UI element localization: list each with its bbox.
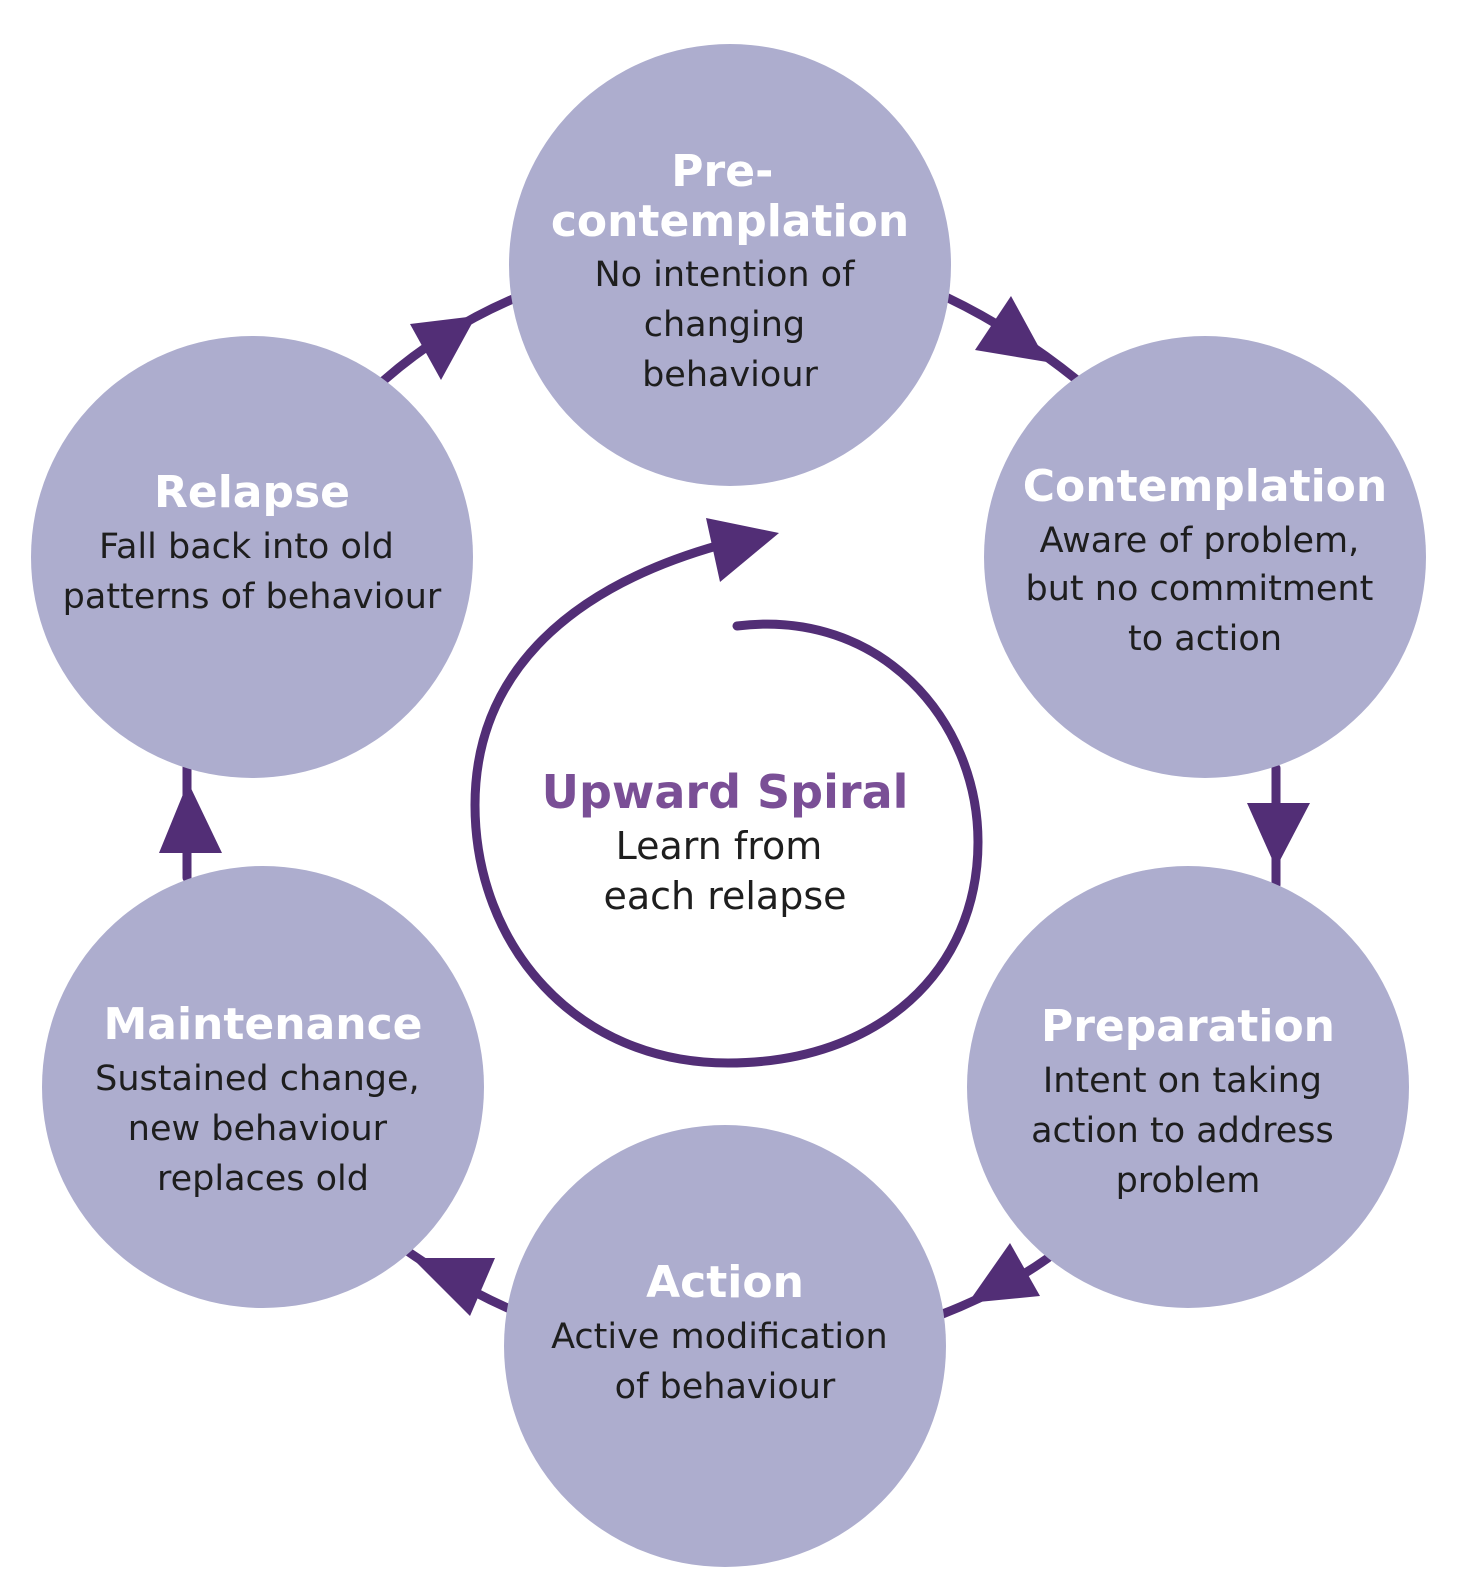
cycle-connectors (159, 291, 1310, 1320)
stage-description: Sustained change, new behaviour replaces… (95, 1059, 431, 1199)
stage-description-line: changing (644, 305, 805, 345)
stage-description-line: No intention of (594, 255, 855, 295)
stage-maintenance: Maintenance Sustained change, new behavi… (42, 866, 484, 1308)
upward-spiral (470, 518, 983, 1068)
stage-description-line: to action (1128, 619, 1282, 659)
stage-description: No intention of changing behaviour (594, 255, 865, 395)
stage-precontemplation: Pre- contemplation No intention of chang… (509, 44, 951, 486)
stage-description-line: action to address (1031, 1111, 1334, 1151)
stage-description: Active modification of behaviour (551, 1317, 899, 1407)
center-description-line: Learn from (616, 824, 823, 868)
stage-title-line: Preparation (1041, 1001, 1335, 1052)
arrow-to-precontemplation-icon (410, 316, 476, 380)
stage-title: Action (646, 1257, 804, 1308)
center-label: Upward Spiral Learn from each relapse (542, 765, 909, 918)
arrow-to-action-icon (968, 1243, 1040, 1303)
stage-description-line: of behaviour (615, 1367, 836, 1407)
center-title: Upward Spiral (542, 765, 909, 819)
stage-circle (31, 336, 473, 778)
stage-title-line: Contemplation (1023, 461, 1388, 512)
stage-description-line: behaviour (642, 355, 818, 395)
arrow-to-maintenance-icon (412, 1258, 495, 1316)
stage-description-line: replaces old (157, 1159, 369, 1199)
stage-description-line: patterns of behaviour (63, 577, 442, 617)
stage-description-line: problem (1116, 1161, 1261, 1201)
stage-circle (42, 866, 484, 1308)
stage-description: Aware of problem, but no commitment to a… (1026, 521, 1385, 659)
stage-circle (509, 44, 951, 486)
arrow-to-preparation-icon (1247, 803, 1310, 868)
stage-circle (967, 866, 1409, 1308)
stage-description-line: Intent on taking (1043, 1061, 1322, 1101)
stage-description: Fall back into old patterns of behaviour (63, 527, 442, 617)
stage-description-line: Fall back into old (99, 527, 394, 567)
stage-relapse: Relapse Fall back into old patterns of b… (31, 336, 473, 778)
arrow-to-contemplation-icon (975, 296, 1047, 362)
stage-circle (984, 336, 1426, 778)
stage-title-line: contemplation (551, 196, 909, 247)
center-description-line: each relapse (603, 874, 846, 918)
stage-title-line: Maintenance (103, 999, 422, 1050)
stage-action: Action Active modification of behaviour (504, 1125, 946, 1567)
stage-title: Contemplation (1023, 461, 1388, 512)
stage-description-line: Aware of problem, (1040, 521, 1360, 561)
arrow-to-relapse-icon (159, 782, 222, 853)
stage-title-line: Pre- (671, 146, 773, 197)
center-description: Learn from each relapse (603, 824, 846, 918)
stage-preparation: Preparation Intent on taking action to a… (967, 866, 1409, 1308)
stage-title: Relapse (154, 467, 350, 518)
stage-contemplation: Contemplation Aware of problem, but no c… (984, 336, 1426, 778)
spiral-arrow-icon (706, 518, 779, 582)
stage-title: Maintenance (103, 999, 422, 1050)
stage-title: Pre- contemplation (551, 146, 909, 247)
stage-description-line: Sustained change, (95, 1059, 420, 1099)
stage-title: Preparation (1041, 1001, 1335, 1052)
stage-description-line: new behaviour (128, 1109, 388, 1149)
stage-title-line: Action (646, 1257, 804, 1308)
stage-description: Intent on taking action to address probl… (1031, 1061, 1345, 1201)
stage-description-line: Active modification (551, 1317, 888, 1357)
spiral-loop (470, 540, 983, 1068)
stage-circle (504, 1125, 946, 1567)
stage-description-line: but no commitment (1026, 569, 1374, 609)
stage-title-line: Relapse (154, 467, 350, 518)
